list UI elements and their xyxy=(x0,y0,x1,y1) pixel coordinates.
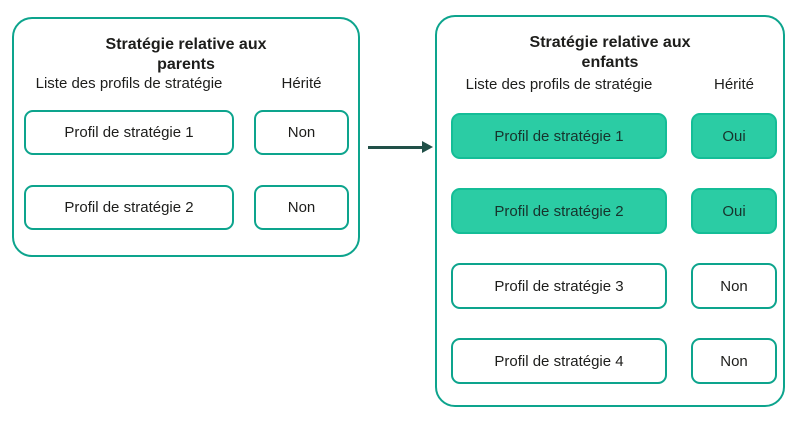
inherited-box: Non xyxy=(691,338,777,384)
inherited-box: Non xyxy=(254,185,349,230)
profile-box: Profil de stratégie 3 xyxy=(451,263,667,309)
profile-box: Profil de stratégie 1 xyxy=(24,110,234,155)
inherited-box: Oui xyxy=(691,188,777,234)
panel-title-line: Stratégie relative aux xyxy=(529,34,691,51)
parent-policy-panel: Stratégie relative aux parents Liste des… xyxy=(12,17,360,257)
profile-row: Profil de stratégie 2 Oui xyxy=(437,188,783,234)
child-panel-title: Stratégie relative aux enfants xyxy=(437,33,783,73)
inherited-box: Oui xyxy=(691,113,777,159)
panel-title-line: Stratégie relative aux xyxy=(105,36,267,53)
child-policy-panel: Stratégie relative aux enfants Liste des… xyxy=(435,15,785,407)
inherited-box: Non xyxy=(254,110,349,155)
profile-box: Profil de stratégie 2 xyxy=(451,188,667,234)
profile-row: Profil de stratégie 3 Non xyxy=(437,263,783,309)
inherited-box: Non xyxy=(691,263,777,309)
profile-row: Profil de stratégie 4 Non xyxy=(437,338,783,384)
profile-box: Profil de stratégie 4 xyxy=(451,338,667,384)
profile-row: Profil de stratégie 2 Non xyxy=(14,185,358,230)
profile-box: Profil de stratégie 2 xyxy=(24,185,234,230)
profile-box: Profil de stratégie 1 xyxy=(451,113,667,159)
inherited-header: Hérité xyxy=(713,76,754,93)
profile-list-header: Liste des profils de stratégie xyxy=(35,75,223,92)
profile-row: Profil de stratégie 1 Non xyxy=(14,110,358,155)
inherited-header: Hérité xyxy=(281,75,322,92)
profile-row: Profil de stratégie 1 Oui xyxy=(437,113,783,159)
panel-title-line: parents xyxy=(157,56,215,73)
right-arrow-icon xyxy=(368,141,433,153)
profile-list-header: Liste des profils de stratégie xyxy=(465,76,653,93)
panel-title-line: enfants xyxy=(581,54,639,71)
parent-panel-title: Stratégie relative aux parents xyxy=(14,35,358,75)
